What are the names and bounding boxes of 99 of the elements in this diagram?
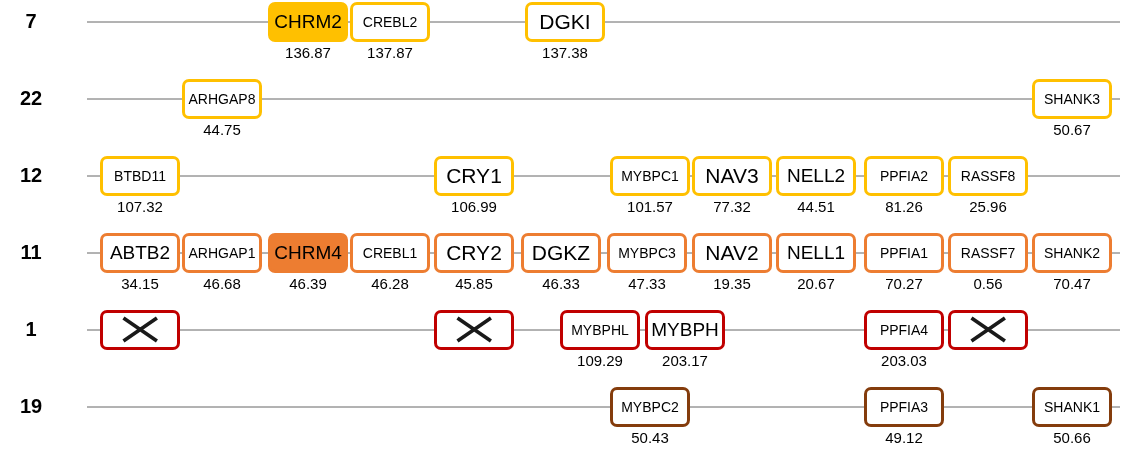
gene-name: CRY2 [446, 241, 502, 265]
gene-box [610, 156, 690, 196]
gene-position-value: 203.03 [881, 352, 927, 369]
gene-position-value: 20.67 [797, 275, 835, 292]
highlighted-gene-box [268, 233, 348, 273]
gene-position-value: 44.51 [797, 198, 835, 215]
gene-name: MYBPC2 [621, 399, 679, 415]
gene-position-value: 44.75 [203, 121, 241, 138]
gene-box [434, 233, 514, 273]
chromosome-number: 12 [19, 164, 43, 187]
gene-position-value: 101.57 [627, 198, 673, 215]
absent-gene-box [948, 310, 1028, 350]
gene-name: CHRM2 [274, 11, 342, 33]
chromosome-number: 19 [19, 395, 43, 418]
gene-box [1032, 233, 1112, 273]
gene-position-value: 137.87 [367, 44, 413, 61]
gene-box [610, 387, 690, 427]
gene-position-value: 77.32 [713, 198, 751, 215]
gene-name: ARHGAP1 [188, 245, 256, 261]
gene-name: BTBD11 [114, 168, 166, 184]
gene-box [864, 156, 944, 196]
gene-box [864, 310, 944, 350]
gene-position-value: 107.32 [117, 198, 163, 215]
gene-box [692, 156, 772, 196]
gene-position-value: 50.66 [1053, 429, 1091, 446]
gene-name: DGKZ [531, 241, 591, 265]
gene-name: PPFIA4 [879, 322, 929, 338]
gene-box [948, 156, 1028, 196]
gene-box [776, 156, 856, 196]
gene-box [864, 233, 944, 273]
gene-name: ABTB2 [109, 242, 171, 264]
gene-name: RASSF7 [960, 245, 1016, 261]
gene-position-value: 25.96 [969, 198, 1007, 215]
gene-name: RASSF8 [960, 168, 1016, 184]
gene-box [182, 233, 262, 273]
gene-box [560, 310, 640, 350]
gene-box [1032, 387, 1112, 427]
chromosome-number: 7 [25, 10, 37, 33]
gene-position-value: 136.87 [285, 44, 331, 61]
gene-position-value: 46.33 [542, 275, 580, 292]
gene-box [1032, 79, 1112, 119]
gene-position-value: 49.12 [885, 429, 923, 446]
gene-position-value: 46.68 [203, 275, 241, 292]
gene-position-value: 34.15 [121, 275, 159, 292]
gene-box [607, 233, 687, 273]
gene-name: PPFIA1 [879, 245, 929, 261]
gene-name: NAV3 [705, 164, 759, 188]
absent-gene-box [100, 310, 180, 350]
gene-position-value: 70.47 [1053, 275, 1091, 292]
gene-name: SHANK1 [1044, 399, 1100, 415]
gene-position-value: 0.56 [973, 275, 1003, 292]
gene-name: SHANK2 [1044, 245, 1100, 261]
gene-name: DGKI [539, 10, 591, 34]
gene-box [100, 233, 180, 273]
gene-name: NELL1 [786, 242, 846, 264]
highlighted-gene-box [268, 2, 348, 42]
gene-box [350, 2, 430, 42]
gene-position-value: 50.67 [1053, 121, 1091, 138]
gene-position-value: 137.38 [542, 44, 588, 61]
gene-position-value: 203.17 [662, 352, 708, 369]
gene-position-value: 50.43 [631, 429, 669, 446]
absent-gene-box [434, 310, 514, 350]
gene-name: SHANK3 [1044, 91, 1100, 107]
gene-box [525, 2, 605, 42]
gene-name: MYBPC3 [618, 245, 676, 261]
gene-box [434, 156, 514, 196]
gene-position-value: 45.85 [455, 275, 493, 292]
gene-name: MYBPH [651, 319, 719, 341]
chromosome-number: 1 [25, 318, 37, 341]
gene-name: MYBPC1 [621, 168, 679, 184]
gene-position-value: 106.99 [451, 198, 497, 215]
gene-position-value: 46.39 [289, 275, 327, 292]
gene-name: CREBL1 [362, 245, 418, 261]
gene-position-value: 81.26 [885, 198, 923, 215]
gene-position-value: 70.27 [885, 275, 923, 292]
gene-name: CREBL2 [362, 14, 418, 30]
gene-box [864, 387, 944, 427]
gene-name: PPFIA3 [879, 399, 929, 415]
gene-name: NELL2 [786, 165, 846, 187]
gene-box [692, 233, 772, 273]
gene-name: CRY1 [446, 164, 502, 188]
gene-position-value: 109.29 [577, 352, 623, 369]
gene-box [521, 233, 601, 273]
gene-box [350, 233, 430, 273]
gene-box [182, 79, 262, 119]
gene-position-value: 47.33 [628, 275, 666, 292]
gene-name: CHRM4 [274, 242, 342, 264]
chromosome-number: 11 [20, 241, 42, 264]
gene-position-value: 19.35 [713, 275, 751, 292]
gene-box [776, 233, 856, 273]
chromosome-number: 22 [19, 87, 43, 110]
gene-box [100, 156, 180, 196]
gene-name: MYBPHL [571, 322, 629, 338]
gene-name: ARHGAP8 [188, 91, 256, 107]
gene-box [645, 310, 725, 350]
gene-box [948, 233, 1028, 273]
gene-name: NAV2 [705, 241, 759, 265]
gene-position-value: 46.28 [371, 275, 409, 292]
gene-name: PPFIA2 [879, 168, 929, 184]
